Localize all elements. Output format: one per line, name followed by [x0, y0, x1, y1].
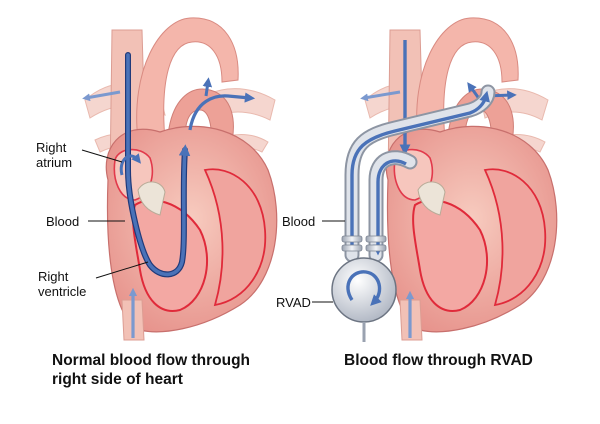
tricuspid-valve-right — [417, 181, 446, 216]
rvad-device — [331, 84, 496, 342]
label-right-atrium-line2: atrium — [36, 155, 73, 170]
leader-lines — [81, 149, 345, 303]
aorta-left — [136, 17, 239, 141]
left-ventricle-right — [483, 168, 547, 307]
caption-rvad-flow: Blood flow through RVAD — [344, 352, 533, 369]
tricuspid-valve-left — [137, 181, 166, 216]
caption-normal-flow: Normal blood flow through right side of … — [52, 351, 250, 389]
right-ventricle-chamber-right — [412, 199, 488, 312]
label-blood-left: Blood — [46, 214, 80, 229]
label-right-ventricle: Right ventricle — [38, 269, 86, 299]
label-right-ventricle-line2: ventricle — [38, 284, 87, 299]
flow-arrow-right-out — [188, 92, 256, 131]
label-blood-right: Blood — [282, 214, 316, 229]
flow-arrow-left-out — [82, 90, 121, 102]
right-ventricle-chamber-left — [132, 199, 208, 312]
caption-normal-flow-line1: Normal blood flow through — [52, 352, 251, 369]
normal-heart — [82, 17, 278, 341]
label-right-atrium-line1: Right — [36, 140, 67, 155]
rvad-pump — [331, 257, 397, 323]
label-right-ventricle-line1: Right — [38, 269, 69, 284]
cannula-connectors — [341, 235, 387, 252]
left-ventricle-left — [203, 168, 267, 307]
caption-normal-flow-line2: right side of heart — [52, 371, 183, 388]
label-rvad: RVAD — [276, 295, 311, 310]
label-right-atrium: Right atrium — [36, 140, 72, 170]
